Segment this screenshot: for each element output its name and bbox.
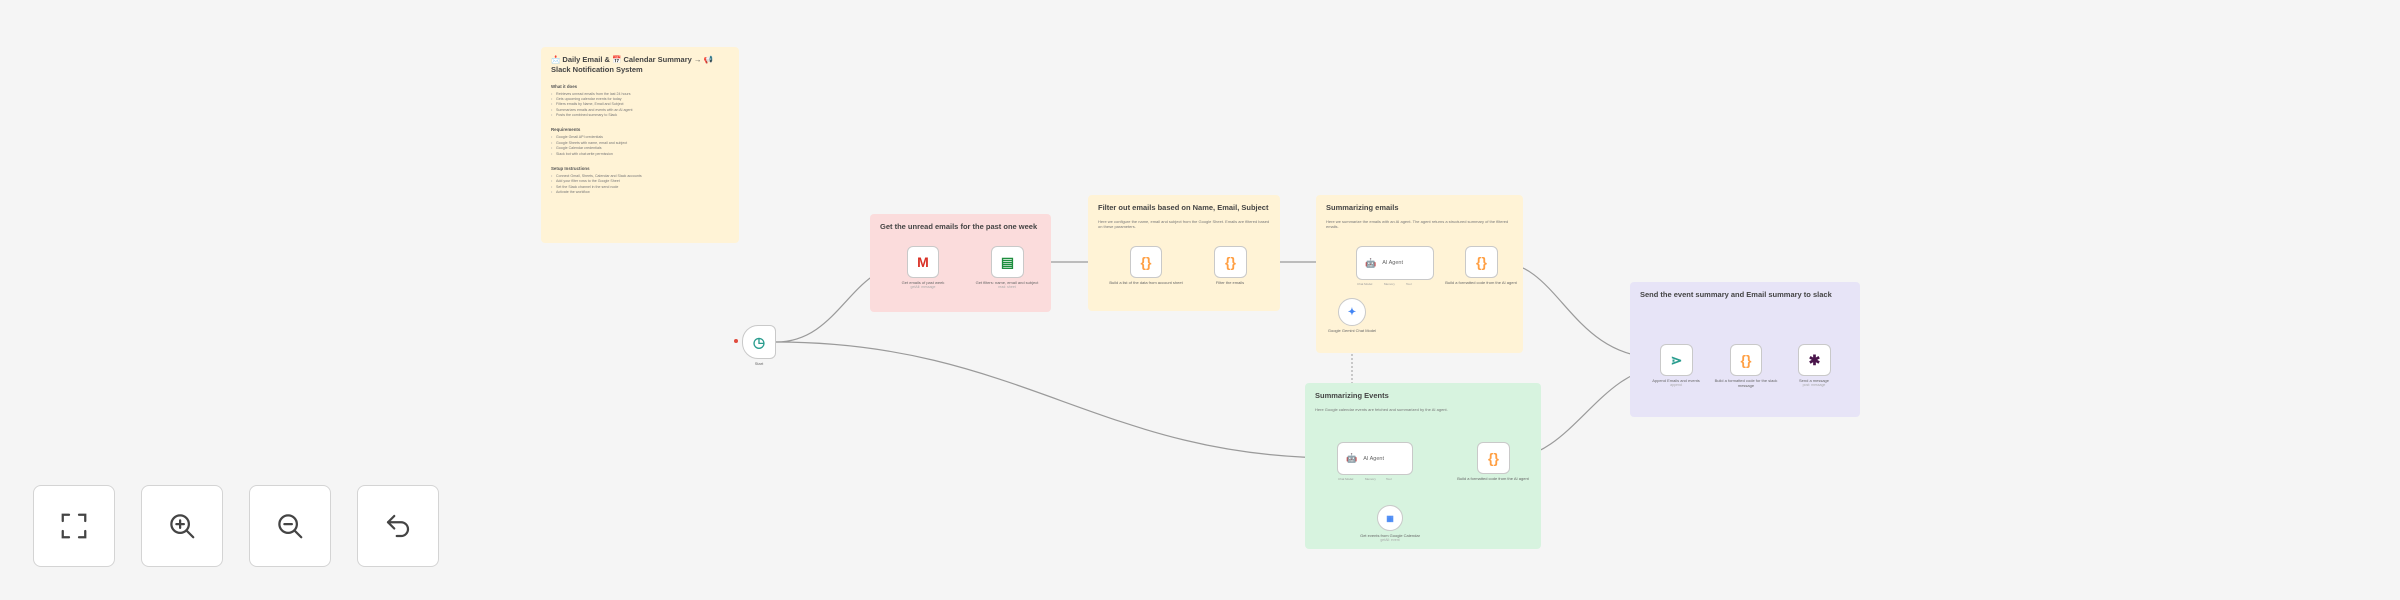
code-icon: {} — [1740, 352, 1752, 368]
node-label-text: AI Agent — [1382, 260, 1404, 266]
node-get-filters[interactable]: ▤ — [991, 246, 1024, 278]
node-label: Get events from Google Calendar getAll: … — [1350, 533, 1430, 543]
node-ai-agent-events[interactable]: 🤖 AI Agent — [1337, 442, 1413, 475]
note-section-heading: What it does — [551, 83, 578, 89]
sticky-note-title: Summarizing Events — [1315, 391, 1389, 400]
node-label: Start — [754, 361, 764, 366]
note-list-item: Gets upcoming calendar events for today — [551, 97, 729, 102]
connector-label: Tool — [1406, 282, 1412, 286]
node-label: Build a formatted code for the slack mes… — [1714, 378, 1778, 389]
node-label: Build a formatted code from the AI agent — [1445, 280, 1517, 285]
sticky-note-title: Get the unread emails for the past one w… — [880, 222, 1038, 231]
node-label: Send a message post: message — [1774, 378, 1854, 388]
node-start[interactable]: ◷ — [742, 325, 776, 359]
code-icon: {} — [1225, 254, 1236, 270]
node-code-format-events[interactable]: {} — [1477, 442, 1510, 474]
node-label: Get emails of past week getAll: message — [883, 280, 963, 290]
note-list-item: Google Gmail API credentials — [551, 135, 729, 140]
slack-icon: ✱ — [1808, 351, 1821, 368]
gemini-icon: ✦ — [1347, 306, 1357, 318]
connector-label: Tool — [1386, 477, 1392, 481]
zoom-in-button[interactable] — [141, 485, 223, 567]
node-code-merge[interactable]: {} — [1730, 344, 1762, 376]
robot-icon: 🤖 — [1365, 257, 1377, 268]
note-list-item: Retrieves unread emails from the last 24… — [551, 92, 729, 97]
edge-start-append-events — [775, 341, 1338, 459]
google-calendar-icon: ▦ — [1386, 513, 1394, 523]
clock-icon: ◷ — [752, 333, 766, 350]
node-label: Get filters: name, email and subject rea… — [967, 280, 1047, 290]
node-label: Append Emails and events append — [1636, 378, 1716, 388]
note-list-item: Add your filter rows to the Google Sheet — [551, 179, 729, 184]
node-label-text: Get emails of past week — [901, 280, 945, 285]
code-icon: {} — [1488, 450, 1499, 466]
note-list-item: Filters emails by Name, Email and Subjec… — [551, 102, 729, 107]
connector-label: Chat Model — [1357, 282, 1373, 286]
node-label: Build a formatted code from the AI agent — [1457, 476, 1529, 481]
node-code-split[interactable]: {} — [1130, 246, 1162, 278]
note-section-heading: Requirements — [551, 127, 581, 133]
reset-zoom-button[interactable] — [357, 485, 439, 567]
node-ai-agent-emails[interactable]: 🤖 AI Agent — [1356, 246, 1434, 280]
node-label-text: Send a message — [1798, 378, 1830, 383]
sticky-note-filter-emails[interactable]: Filter out emails based on Name, Email, … — [1088, 195, 1280, 311]
undo-icon — [386, 514, 410, 538]
google-sheets-icon: ▤ — [1000, 253, 1015, 270]
node-filter-emails[interactable]: {} — [1214, 246, 1247, 278]
sticky-note-body: Here we summarize the emails with an AI … — [1326, 218, 1509, 230]
sticky-note-title: Summarizing emails — [1326, 203, 1399, 212]
node-chat-model[interactable]: ✦ — [1338, 298, 1366, 326]
node-sublabel: getAll: message — [910, 285, 936, 290]
node-get-emails[interactable]: M — [907, 246, 939, 278]
sticky-note-body: Here we configure the name, email and su… — [1098, 218, 1270, 230]
gmail-icon: M — [917, 254, 929, 270]
node-label: Build a list of the data from account sh… — [1109, 280, 1183, 285]
node-slack-send[interactable]: ✱ — [1798, 344, 1831, 376]
node-label-text: AI Agent — [1363, 455, 1385, 462]
sticky-note-title: Send the event summary and Email summary… — [1640, 290, 1832, 299]
node-append-merge[interactable]: ⋗ — [1660, 344, 1693, 376]
node-sublabel: read: sheet — [998, 285, 1016, 290]
zoom-out-button[interactable] — [249, 485, 331, 567]
zoom-out-icon — [278, 514, 303, 539]
note-list-item: Google Calendar credentials — [551, 146, 729, 151]
node-code-format-emails[interactable]: {} — [1465, 246, 1498, 278]
node-sublabel: post: message — [1802, 383, 1826, 388]
note-list-item: Connect Gmail, Sheets, Calendar and Slac… — [551, 174, 729, 179]
code-icon: {} — [1140, 254, 1152, 270]
sticky-note-main[interactable]: 📩 Daily Email & 📅 Calendar Summary → 📢 S… — [541, 47, 739, 243]
node-label-text: Get events from Google Calendar — [1360, 533, 1420, 538]
sticky-note-body: Here Google calendar events are fetched … — [1315, 406, 1448, 412]
note-list-item: Slack bot with chat:write permission — [551, 152, 729, 157]
note-list-item: Posts the combined summary to Slack — [551, 113, 729, 118]
note-list-item: Set the Slack channel in the send node — [551, 185, 729, 190]
connector-label: Chat Model — [1338, 477, 1354, 481]
node-label: Google Gemini Chat Model — [1327, 328, 1377, 333]
connector-label: Memory — [1384, 282, 1395, 286]
sticky-note-title: Filter out emails based on Name, Email, … — [1098, 203, 1269, 212]
node-sublabel: getAll: event — [1380, 538, 1400, 543]
fit-view-icon — [61, 513, 87, 539]
fit-view-button[interactable] — [33, 485, 115, 567]
code-icon: {} — [1476, 254, 1487, 270]
sticky-note-main-title: 📩 Daily Email & 📅 Calendar Summary → 📢 S… — [551, 55, 713, 74]
connector-label: Memory — [1365, 477, 1376, 481]
node-calendar-tool[interactable]: ▦ — [1377, 505, 1403, 531]
robot-icon: 🤖 — [1346, 453, 1358, 463]
note-list-item: Activate the workflow — [551, 190, 729, 195]
node-label-text: Get filters: name, email and subject — [975, 280, 1039, 285]
node-label-text: Append Emails and events — [1652, 378, 1700, 383]
note-list-item: Google Sheets with name, email and subje… — [551, 141, 729, 146]
merge-icon: ⋗ — [1670, 351, 1683, 368]
note-list-item: Summarizes emails and events with an AI … — [551, 108, 729, 113]
zoom-in-icon — [170, 514, 195, 539]
note-section-heading: Setup Instructions — [551, 166, 590, 172]
node-sublabel: append — [1670, 383, 1682, 388]
node-label: Filter the emails — [1215, 280, 1245, 285]
